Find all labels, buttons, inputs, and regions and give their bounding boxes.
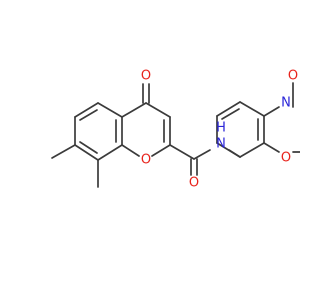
oxazinone-ring [263, 82, 300, 153]
amide-linker [169, 144, 211, 176]
lactam-oxygen-label: O [288, 69, 298, 84]
amide-oxygen-label: O [189, 176, 199, 191]
methyl-groups [51, 144, 99, 188]
amide-nitrogen-label: N [216, 137, 226, 152]
amide-hydrogen-label: H [216, 121, 226, 136]
chromene-ring-oxygen-label: O [141, 153, 151, 168]
benzoxazinone-benzo-ring [216, 101, 265, 158]
ketone-oxygen-label: O [141, 69, 151, 84]
lactam-nitrogen-label: N [281, 96, 291, 111]
molecule-diagram: O O O N H N O O [51, 69, 300, 191]
structure-svg: O O O N H N O O [51, 69, 300, 191]
chromone-benzo-ring [74, 102, 123, 161]
oxazine-ring-oxygen-label: O [281, 151, 291, 166]
pyranone-ring [121, 83, 171, 157]
